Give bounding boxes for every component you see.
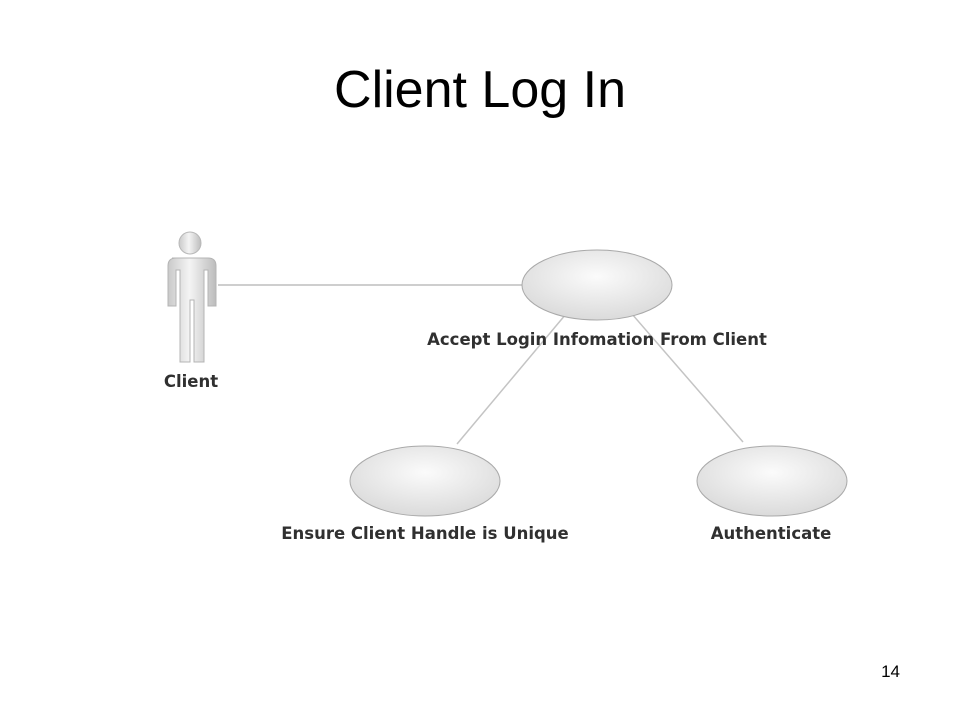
use-case-accept-login-ellipse [521,249,673,321]
actor-stick-figure-icon [167,231,217,363]
association-accept-authenticate [631,313,744,443]
use-case-authenticate-ellipse [696,445,848,517]
page-number: 14 [881,662,900,681]
use-case-accept-login-label: Accept Login Infomation From Client [427,330,767,349]
use-case-authenticate-label: Authenticate [711,524,832,543]
actor-label: Client [164,372,218,391]
association-accept-ensure-unique [456,313,567,445]
use-case-ensure-unique-ellipse [349,445,501,517]
use-case-ensure-unique-label: Ensure Client Handle is Unique [281,524,569,543]
slide-title: Client Log In [334,61,626,119]
